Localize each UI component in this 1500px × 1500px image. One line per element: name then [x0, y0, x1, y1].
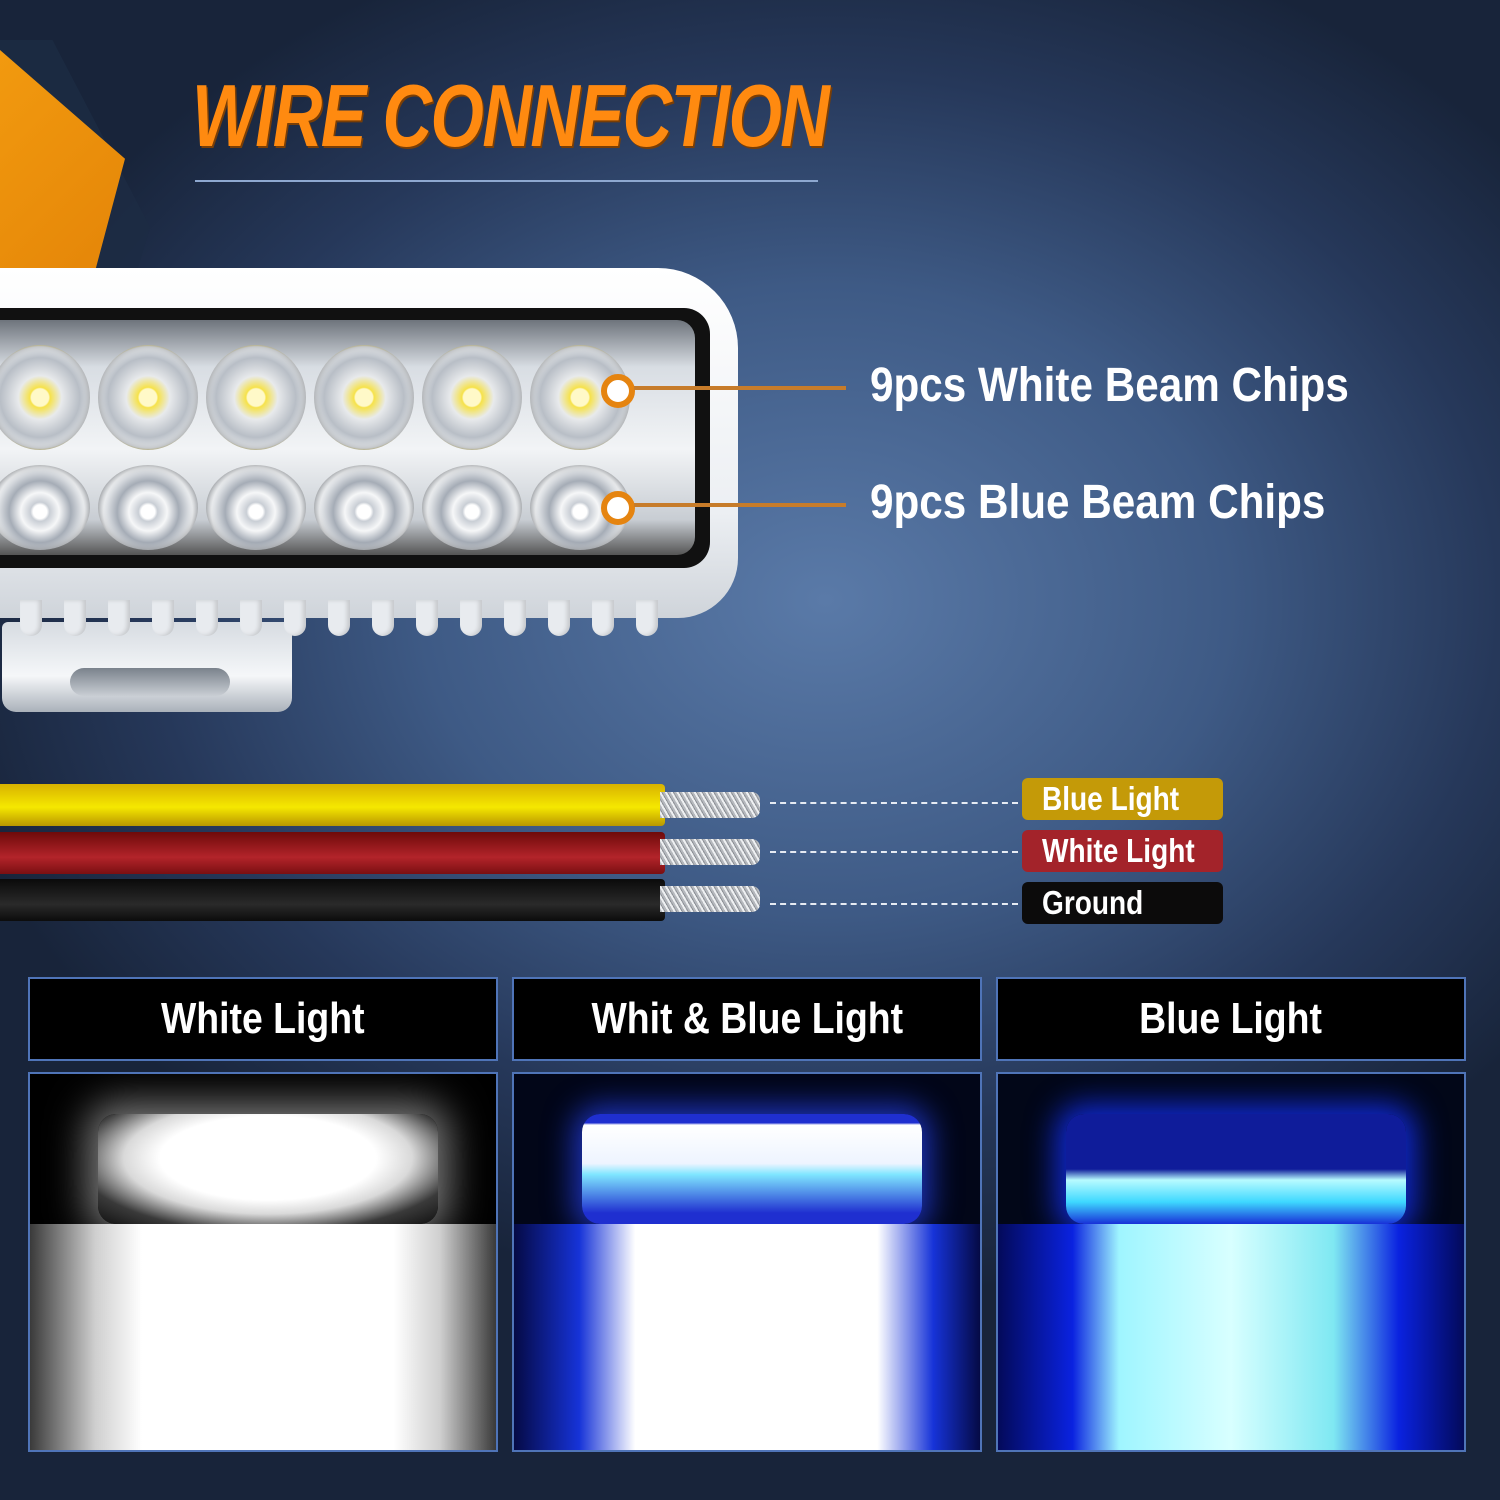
wire-tag-blue-light: Blue Light — [1022, 778, 1223, 820]
white-led-icon — [98, 345, 198, 450]
blue-led-row — [0, 465, 630, 550]
lamp-glow — [582, 1114, 922, 1224]
wire-strand — [660, 792, 760, 818]
yellow-wire — [0, 784, 665, 826]
lamp-glow — [98, 1114, 438, 1224]
callout-dot-icon — [601, 374, 635, 408]
black-wire — [0, 879, 665, 921]
white-led-row — [0, 345, 630, 450]
callout-line — [634, 386, 846, 390]
blue-led-icon — [0, 465, 90, 550]
blue-chips-callout: 9pcs Blue Beam Chips — [870, 476, 1326, 529]
bracket-slot — [70, 668, 230, 696]
callout-dot-icon — [601, 491, 635, 525]
dashed-leader — [770, 851, 1018, 853]
white-led-icon — [0, 345, 90, 450]
wire-strand — [660, 886, 760, 912]
blue-led-icon — [422, 465, 522, 550]
mode-image-white — [28, 1072, 498, 1452]
light-beam — [30, 1224, 496, 1450]
dashed-leader — [770, 903, 1018, 905]
white-led-icon — [422, 345, 522, 450]
mode-image-white-blue — [512, 1072, 982, 1452]
mode-header-white: White Light — [28, 977, 498, 1061]
wire-strand — [660, 839, 760, 865]
white-led-icon — [314, 345, 414, 450]
red-wire — [0, 832, 665, 874]
light-beam — [514, 1224, 980, 1450]
callout-line — [634, 503, 846, 507]
dashed-leader — [770, 802, 1018, 804]
wire-tag-white-light: White Light — [1022, 830, 1223, 872]
mode-header-white-blue: Whit & Blue Light — [512, 977, 982, 1061]
wire-tag-ground: Ground — [1022, 882, 1223, 924]
page-title: WIRE CONNECTION — [192, 66, 830, 165]
light-beam — [998, 1224, 1464, 1450]
lamp-glow — [1066, 1114, 1406, 1224]
blue-led-icon — [206, 465, 306, 550]
title-underline — [195, 180, 818, 182]
mode-header-blue: Blue Light — [996, 977, 1466, 1061]
blue-led-icon — [314, 465, 414, 550]
white-led-icon — [206, 345, 306, 450]
mounting-bracket — [2, 622, 292, 712]
heat-sink-fins — [20, 600, 720, 640]
blue-led-icon — [98, 465, 198, 550]
mode-image-blue — [996, 1072, 1466, 1452]
white-chips-callout: 9pcs White Beam Chips — [870, 359, 1349, 412]
